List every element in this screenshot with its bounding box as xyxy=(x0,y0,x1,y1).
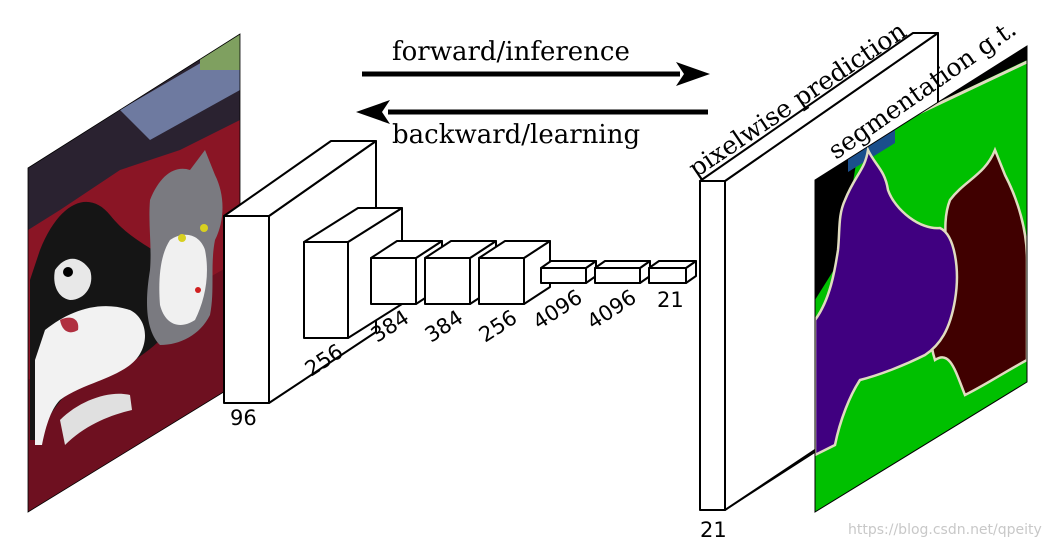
layer-block-4096-b xyxy=(594,260,651,284)
layer-label-256-b: 256 xyxy=(475,305,522,347)
forward-arrow xyxy=(362,62,710,86)
backward-label: backward/learning xyxy=(392,120,640,150)
perspective-line-96 xyxy=(268,379,305,404)
layer-label-4096-b: 4096 xyxy=(583,285,641,334)
forward-label: forward/inference xyxy=(392,37,630,67)
layer-label-384-b: 384 xyxy=(421,305,468,347)
watermark: https://blog.csdn.net/qpeity xyxy=(848,522,1042,538)
prediction-to-gt-line xyxy=(724,451,816,511)
layer-block-256-b xyxy=(478,240,551,305)
layer-block-21 xyxy=(648,260,697,284)
layer-label-96: 96 xyxy=(230,406,257,430)
input-photo xyxy=(27,33,241,513)
output-depth-label: 21 xyxy=(700,518,727,542)
layer-block-4096-a xyxy=(540,260,597,284)
layer-label-21: 21 xyxy=(657,288,684,312)
backward-arrow xyxy=(356,100,708,124)
